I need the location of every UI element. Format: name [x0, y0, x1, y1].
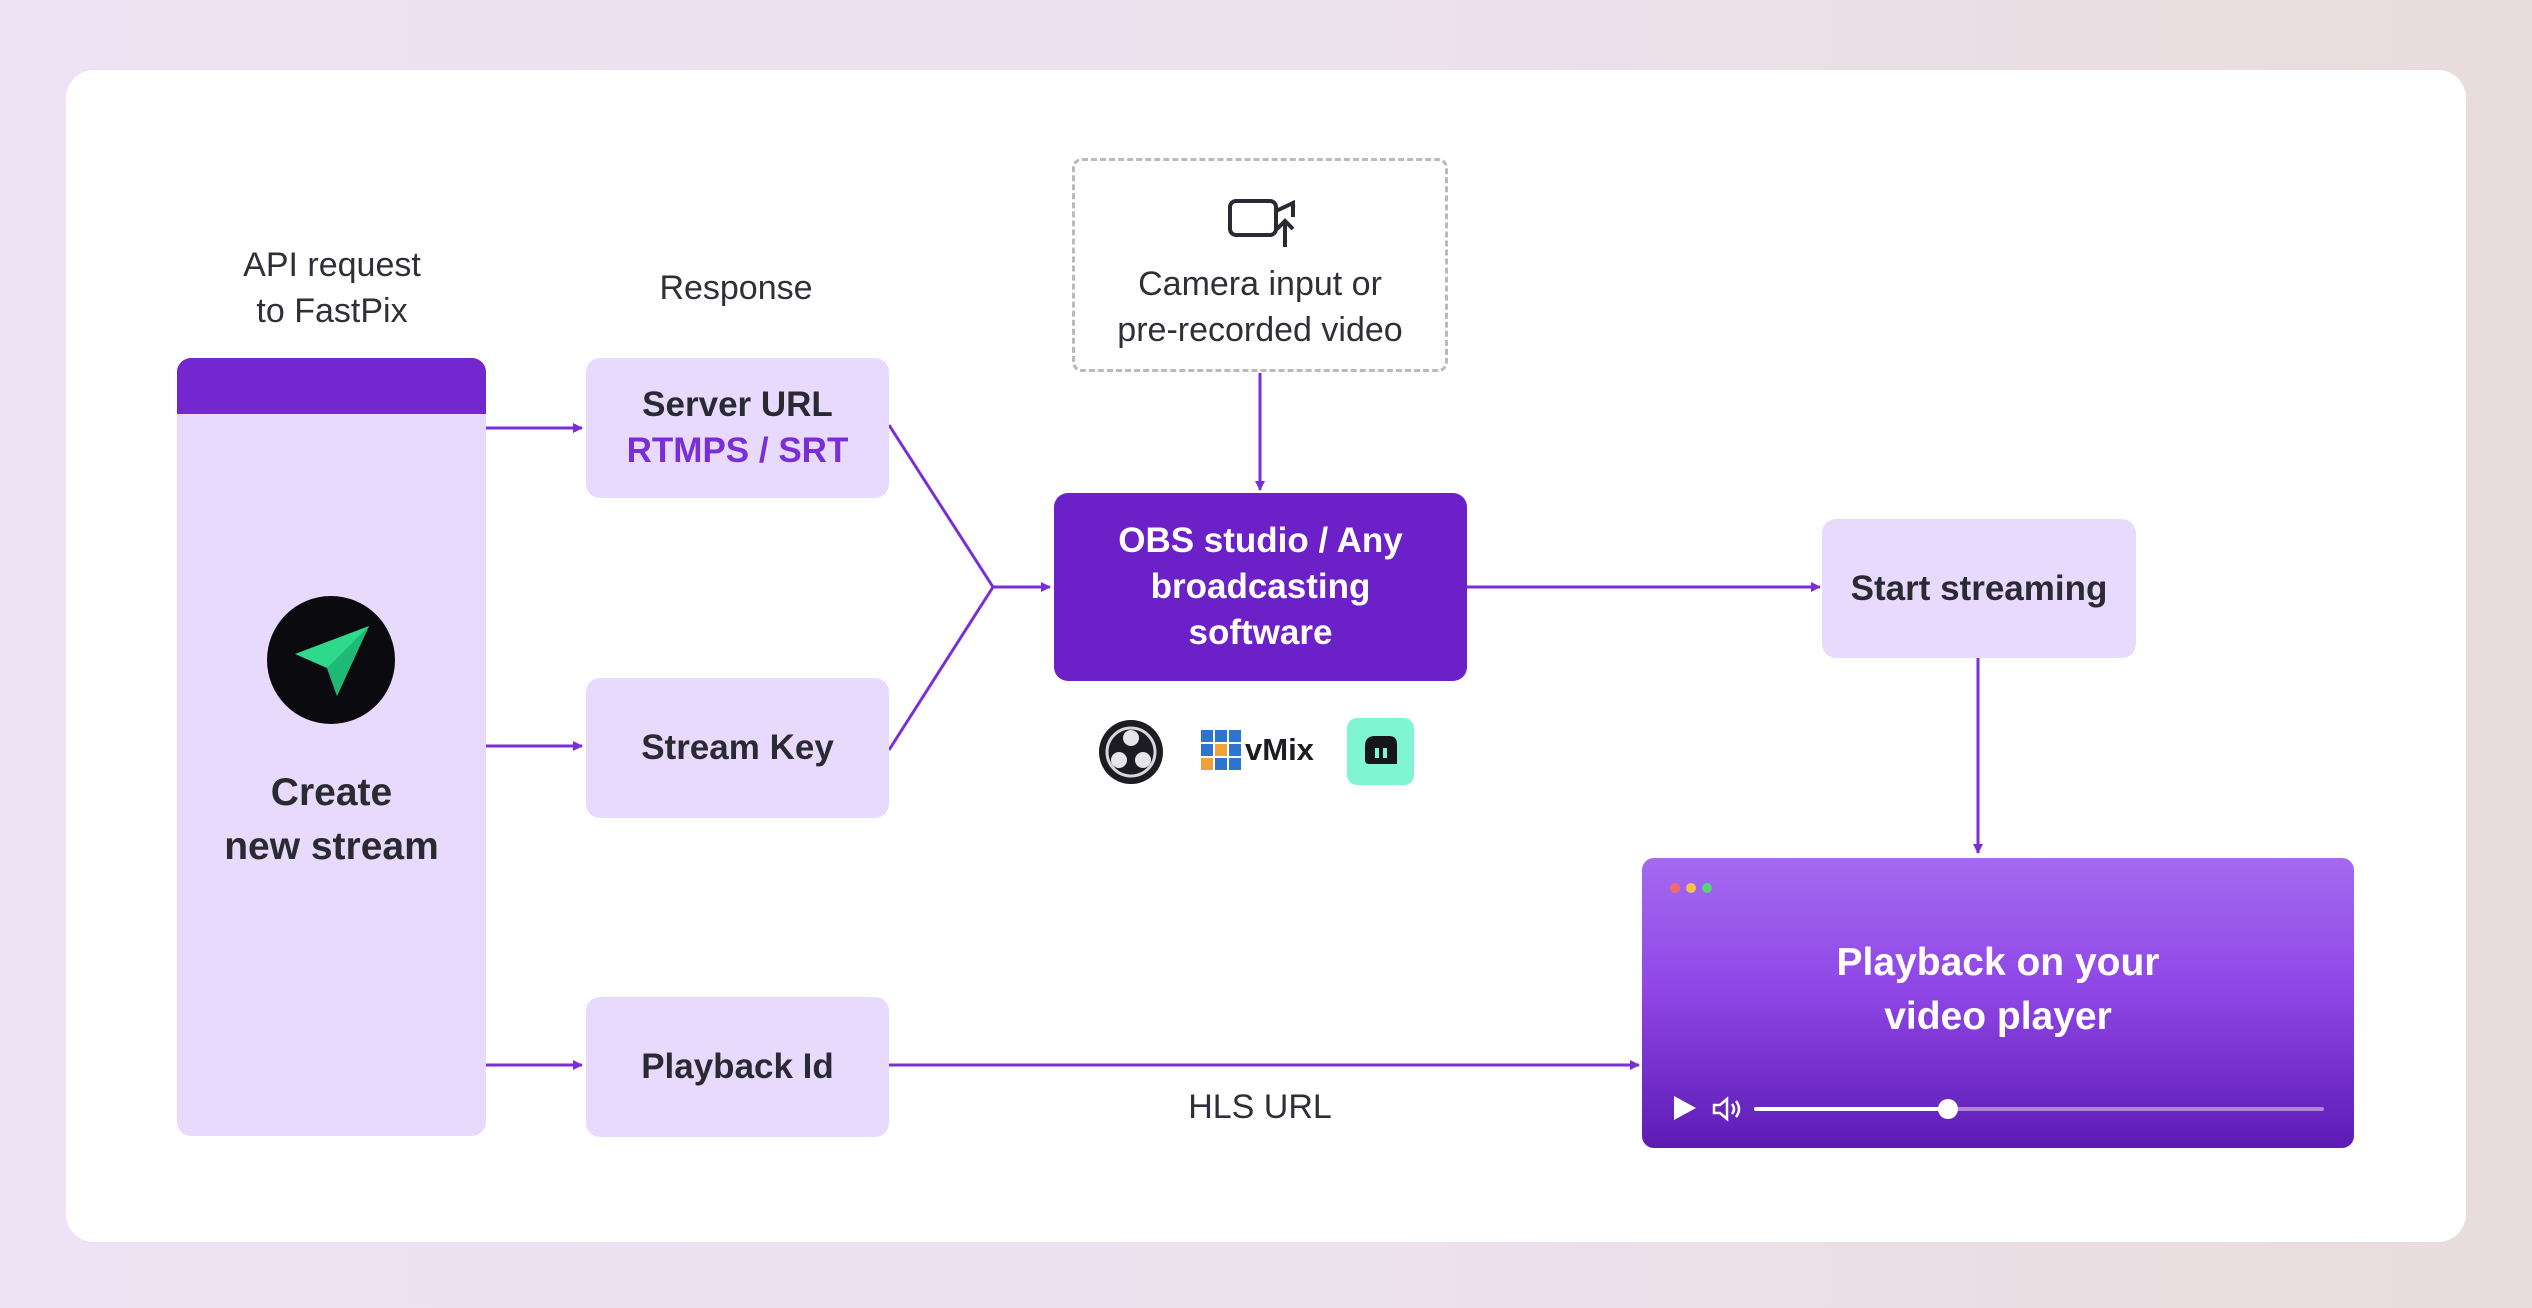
- camera-upload-icon: [1227, 193, 1299, 254]
- merge-lines-to-obs: [887, 424, 995, 751]
- playback-id-label: Playback Id: [641, 1047, 834, 1086]
- player-title: Playback on your video player: [1836, 941, 2160, 1038]
- obs-logo-icon: [1099, 720, 1163, 784]
- progress-fill: [1754, 1107, 1948, 1111]
- hls-url-label: HLS URL: [1188, 1088, 1332, 1126]
- stream-key-label: Stream Key: [641, 728, 834, 767]
- start-streaming-box: Start streaming: [1822, 519, 2136, 658]
- progress-track[interactable]: [1754, 1099, 2324, 1119]
- streamlabs-logo-icon: [1347, 718, 1414, 785]
- create-stream-title: Create new stream: [224, 771, 439, 868]
- video-player: Playback on your video player: [1642, 858, 2354, 1148]
- play-icon[interactable]: [1672, 1094, 1698, 1127]
- create-stream-header-bar: [177, 358, 486, 414]
- playback-id-box: Playback Id: [586, 997, 889, 1137]
- server-url-box: Server URL RTMPS / SRT: [586, 358, 889, 498]
- broadcasting-software-label: OBS studio / Any broadcasting software: [1118, 521, 1403, 652]
- vmix-logo: vMix: [1201, 730, 1314, 770]
- create-stream-panel: Create new stream: [177, 358, 486, 1136]
- server-url-protocols: RTMPS / SRT: [626, 431, 849, 470]
- camera-input-box: Camera input or pre-recorded video: [1072, 158, 1448, 372]
- volume-icon[interactable]: [1712, 1096, 1742, 1127]
- api-request-label: API request to FastPix: [243, 246, 421, 330]
- fastpix-logo-icon: [267, 596, 395, 724]
- progress-handle[interactable]: [1937, 1099, 1958, 1119]
- server-url-title: Server URL: [642, 385, 833, 424]
- response-label: Response: [659, 269, 813, 307]
- stream-key-box: Stream Key: [586, 678, 889, 818]
- broadcasting-software-box: OBS studio / Any broadcasting software: [1054, 493, 1467, 681]
- vmix-logo-text: vMix: [1245, 732, 1314, 767]
- player-window-dots: [1670, 880, 1718, 898]
- start-streaming-label: Start streaming: [1850, 568, 2108, 608]
- vmix-grid-icon: [1201, 730, 1241, 770]
- camera-input-label: Camera input or pre-recorded video: [1117, 265, 1403, 349]
